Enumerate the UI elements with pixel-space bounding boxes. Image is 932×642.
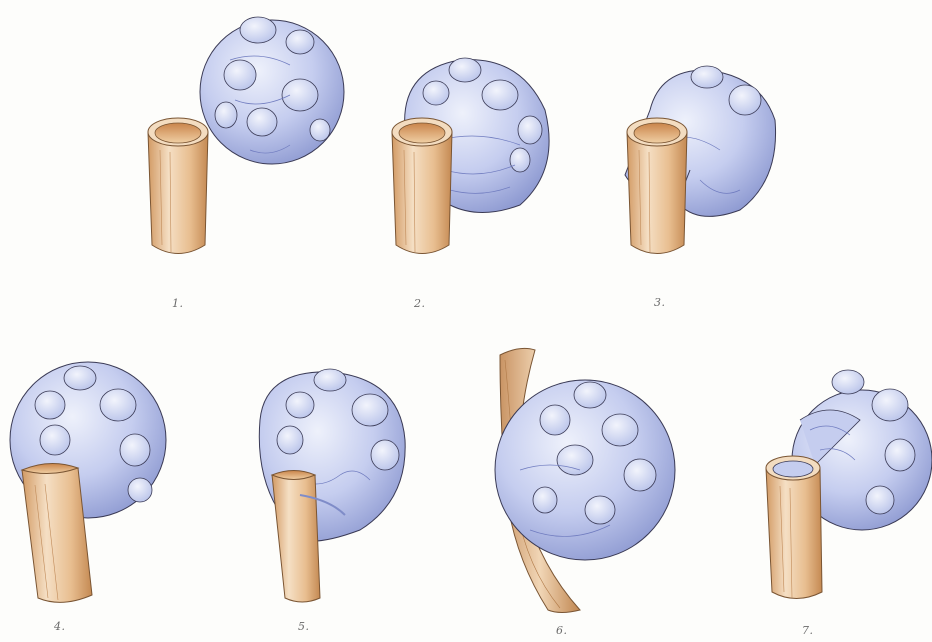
tube-7 [766, 456, 822, 599]
tube-3 [627, 118, 687, 254]
figure-label-6: 6. [556, 624, 568, 637]
figure-label-1: 1. [172, 297, 184, 310]
figure-1 [148, 17, 344, 254]
tube-1 [148, 118, 208, 254]
figure-7 [766, 370, 932, 599]
figure-6 [495, 348, 675, 612]
figure-4 [10, 362, 166, 602]
figure-label-4: 4. [54, 620, 66, 633]
blob-6 [495, 380, 675, 560]
figure-label-2: 2. [414, 297, 426, 310]
figure-5 [259, 369, 405, 602]
figure-label-7: 7. [802, 624, 814, 637]
figure-3 [625, 66, 776, 254]
tube-2 [392, 118, 452, 254]
figure-label-5: 5. [298, 620, 310, 633]
blob-1 [200, 17, 344, 164]
figure-label-3: 3. [654, 296, 666, 309]
figure-2 [392, 58, 549, 254]
